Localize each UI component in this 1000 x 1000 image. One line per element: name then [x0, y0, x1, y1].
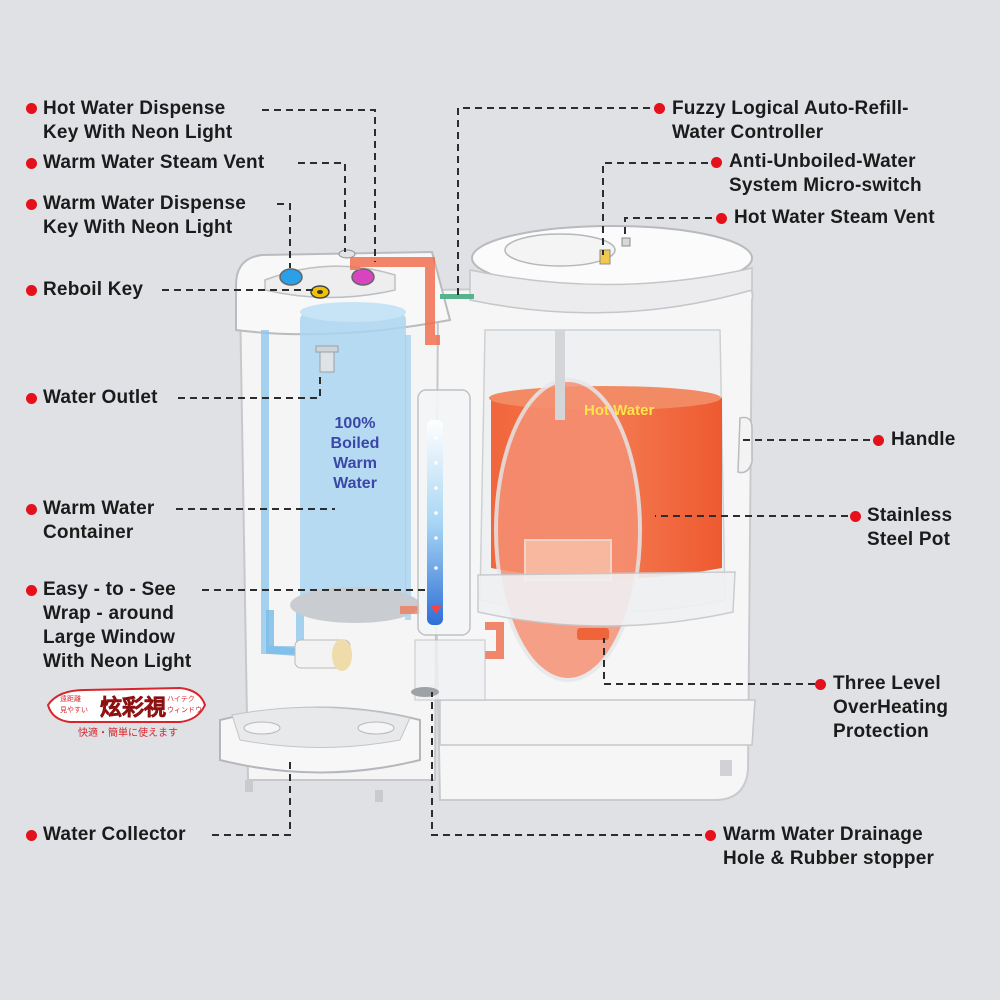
dot-warm-container: [26, 504, 37, 515]
dot-warm-dispense: [26, 199, 37, 210]
dot-water-outlet: [26, 393, 37, 404]
logo-badge: 炫彩視 遠距離 見やすい ハイテク ウィンドウ 快適・簡単に使えます: [46, 686, 207, 739]
label-reboil: Reboil Key: [43, 279, 144, 300]
label-hot-vent: Hot Water Steam Vent: [734, 207, 935, 228]
label-line: OverHeating: [833, 697, 949, 718]
dot-pot: [850, 511, 861, 522]
boiled-water-text: 100% Boiled Warm Water: [331, 415, 380, 492]
logo-left-text-1: 遠距離: [60, 694, 81, 703]
boiled-line-3: Warm: [333, 455, 377, 472]
label-line: Fuzzy Logical Auto-Refill-: [672, 98, 909, 119]
label-line: System Micro-switch: [729, 175, 922, 196]
label-collector: Water Collector: [43, 824, 186, 845]
label-line: Steel Pot: [867, 529, 951, 550]
logo-right-text-1: ハイテク: [167, 695, 195, 703]
hot-pot-body: [428, 225, 756, 801]
boiled-line-1: 100%: [335, 415, 376, 432]
label-line: Warm Water: [43, 498, 155, 519]
boiled-line-2: Boiled: [331, 435, 380, 452]
logo-left-text-2: 見やすい: [60, 706, 88, 714]
logo-right-text-2: ウィンドウ: [167, 706, 202, 714]
label-line: Protection: [833, 721, 929, 742]
controller-bar: [440, 294, 474, 299]
hot-water-pipe: [350, 257, 504, 659]
label-line: Water Controller: [672, 122, 824, 143]
label-overheat: Three Level OverHeating Protection: [833, 672, 948, 744]
label-line: Easy - to - See: [43, 579, 176, 600]
label-line: With Neon Light: [43, 651, 192, 672]
label-handle: Handle: [891, 429, 956, 450]
dot-drainage: [705, 830, 716, 841]
dot-fuzzy: [654, 103, 665, 114]
dot-collector: [26, 830, 37, 841]
warm-unit-body: [219, 250, 452, 802]
label-water-outlet: Water Outlet: [43, 387, 158, 408]
label-line: Key With Neon Light: [43, 217, 233, 238]
dot-warm-vent: [26, 158, 37, 169]
label-warm-dispense: Warm Water Dispense Key With Neon Light: [43, 192, 246, 240]
label-line: Anti-Unboiled-Water: [729, 151, 916, 172]
label-line: Container: [43, 522, 134, 543]
label-line: Warm Water Dispense: [43, 193, 247, 214]
dot-handle: [873, 435, 884, 446]
boiled-line-4: Water: [333, 475, 377, 492]
label-line: Large Window: [43, 627, 176, 648]
logo-main-text: 炫彩視: [100, 695, 166, 721]
label-warm-vent: Warm Water Steam Vent: [43, 152, 265, 173]
dot-reboil: [26, 285, 37, 296]
dot-hot-vent: [716, 213, 727, 224]
dot-hot-dispense: [26, 103, 37, 114]
dot-anti-unboiled: [711, 157, 722, 168]
label-line: Warm Water Drainage: [723, 824, 923, 845]
sight-window-tube: [411, 389, 486, 701]
label-window: Easy - to - See Wrap - around Large Wind…: [43, 578, 191, 674]
label-line: Key With Neon Light: [43, 122, 233, 143]
hot-water-text: Hot Water: [584, 402, 654, 419]
label-pot: Stainless Steel Pot: [867, 504, 952, 552]
dot-overheat: [815, 679, 826, 690]
control-keys: [279, 249, 375, 299]
label-hot-dispense: Hot Water Dispense Key With Neon Light: [43, 97, 232, 145]
label-drainage: Warm Water Drainage Hole & Rubber stoppe…: [723, 823, 934, 871]
label-line: Hot Water Dispense: [43, 98, 226, 119]
leader-lines: [162, 107, 870, 836]
label-line: Stainless: [867, 505, 953, 526]
label-fuzzy: Fuzzy Logical Auto-Refill- Water Control…: [672, 97, 909, 145]
logo-sub-text: 快適・簡単に使えます: [78, 726, 178, 739]
dot-window: [26, 585, 37, 596]
label-anti-unboiled: Anti-Unboiled-Water System Micro-switch: [729, 150, 922, 198]
label-line: Three Level: [833, 673, 941, 694]
label-warm-container: Warm Water Container: [43, 497, 154, 545]
label-line: Wrap - around: [43, 603, 175, 624]
label-line: Hole & Rubber stopper: [723, 848, 935, 869]
